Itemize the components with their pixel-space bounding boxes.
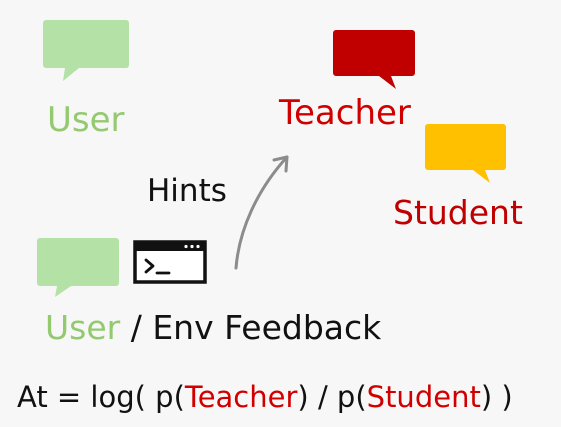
student-label: Student: [393, 193, 523, 232]
formula-part-1: At = log( p(: [17, 380, 185, 414]
feedback-env-text: / Env Feedback: [120, 308, 382, 347]
user-label: User: [47, 100, 125, 140]
user-env-feedback-label: User / Env Feedback: [45, 311, 381, 344]
formula-part-3: ) ): [480, 380, 513, 414]
terminal-icon: [133, 240, 207, 284]
feedback-user-text: User: [45, 308, 121, 347]
formula-part-2: ) / p(: [297, 380, 367, 414]
teacher-label: Teacher: [279, 93, 411, 133]
formula-student: Student: [366, 380, 481, 414]
formula-teacher: Teacher: [184, 380, 298, 414]
user-feedback-speech-bubble-icon: [37, 238, 119, 297]
teacher-speech-bubble-icon: [333, 30, 415, 89]
student-speech-bubble-icon: [425, 124, 506, 183]
user-speech-bubble-icon: [43, 20, 129, 81]
advantage-formula: At = log( p(Teacher) / p(Student) ): [17, 383, 513, 412]
hints-label: Hints: [147, 173, 227, 209]
curved-arrow-icon: [234, 155, 289, 270]
